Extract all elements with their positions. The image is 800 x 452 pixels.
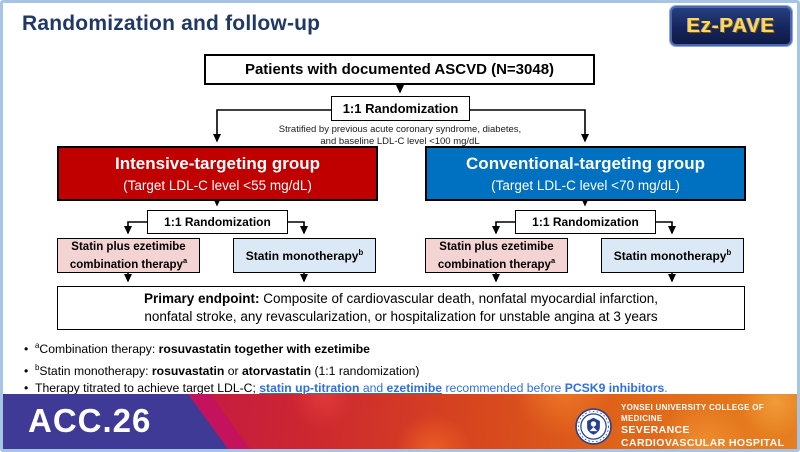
statin-monotherapy-label: Statin monotherapyb: [246, 248, 363, 263]
ezpave-logo-text: Ez-PAVE: [686, 14, 776, 37]
footnote-monotherapy-text: bStatin monotherapy: rosuvastatin or ato…: [35, 359, 419, 381]
arrow-subrand-to-mono-right: [656, 221, 676, 235]
footnote-combination: • aCombination therapy: rosuvastatin tog…: [24, 337, 668, 359]
stratification-line1: Stratified by previous acute coronary sy…: [278, 124, 522, 135]
footnote-combination-pre: Combination therapy:: [39, 342, 159, 357]
footnote-titration-text: Therapy titrated to achieve target LDL-C…: [35, 380, 668, 398]
arrow-subrand-to-combo-left: [124, 221, 148, 235]
arrow-subrand-to-mono-left: [288, 221, 308, 235]
conventional-group-box: Conventional-targeting group (Target LDL…: [425, 146, 746, 201]
combo-therapy-line2-text: combination therapy: [69, 258, 183, 271]
footer-banner: ACC.26 YONSEI UNIVERSITY COLLEGE OF MEDI…: [3, 394, 797, 449]
footnote-atorvastatin: atorvastatin: [241, 363, 312, 378]
combo-therapy-line2: combination therapya: [438, 254, 555, 272]
link-and: and: [359, 381, 387, 396]
intensive-group-title: Intensive-targeting group: [115, 153, 320, 173]
footnote-titration: • Therapy titrated to achieve target LDL…: [24, 380, 668, 398]
yonsei-emblem-icon: [575, 407, 612, 445]
randomization-box-sub-right: 1:1 Randomization: [515, 210, 656, 234]
patients-box: Patients with documented ASCVD (N=3048): [204, 54, 595, 85]
affiliation-college: YONSEI UNIVERSITY COLLEGE OF MEDICINE: [621, 403, 764, 423]
combo-therapy-box-right: Statin plus ezetimibe combination therap…: [425, 238, 568, 273]
primary-endpoint-box: Primary endpoint: Composite of cardiovas…: [57, 286, 745, 330]
combo-superscript: a: [182, 255, 188, 265]
combo-therapy-line2-text: combination therapy: [437, 258, 551, 271]
mono-superscript: b: [358, 248, 364, 257]
combo-superscript: a: [550, 255, 556, 265]
footnotes: • aCombination therapy: rosuvastatin tog…: [24, 337, 668, 398]
link-ezetimibe: ezetimibe: [386, 381, 443, 396]
endpoint-line1: Primary endpoint: Composite of cardiovas…: [144, 290, 658, 308]
footnote-recommended-before: recommended before: [442, 381, 565, 396]
combo-therapy-line1: Statin plus ezetimibe: [439, 240, 554, 253]
intensive-group-target: (Target LDL-C level <55 mg/dL): [123, 177, 312, 193]
stratification-line2: and baseline LDL-C level <100 mg/dL: [320, 135, 480, 147]
statin-monotherapy-box-right: Statin monotherapyb: [601, 238, 744, 273]
stratification-note: Stratified by previous acute coronary sy…: [200, 124, 600, 147]
intensive-group-box: Intensive-targeting group (Target LDL-C …: [57, 146, 378, 201]
ezpave-logo: Ez-PAVE: [670, 6, 792, 46]
combo-therapy-line1: Statin plus ezetimibe: [71, 240, 186, 253]
link-statin-uptitration: statin up-titration: [259, 381, 360, 396]
conventional-group-title: Conventional-targeting group: [466, 153, 705, 173]
randomization-box-sub-left: 1:1 Randomization: [147, 210, 288, 234]
bullet-icon: •: [24, 363, 29, 378]
footnote-monotherapy-tail: (1:1 randomization): [311, 363, 420, 378]
arrow-randomization-to-intensive: [213, 109, 331, 143]
endpoint-label: Primary endpoint:: [144, 291, 260, 306]
conventional-group-target: (Target LDL-C level <70 mg/dL): [491, 177, 680, 193]
combo-therapy-box-left: Statin plus ezetimibe combination therap…: [57, 238, 200, 273]
footnote-sup-b: b: [35, 362, 40, 372]
statin-monotherapy-text: Statin monotherapy: [245, 249, 359, 263]
footnote-rosuvastatin: rosuvastatin: [151, 363, 225, 378]
acc-congress-logo: ACC.26: [28, 401, 152, 439]
arrow-subrand-to-combo-right: [492, 221, 516, 235]
footnote-sup-a: a: [35, 341, 40, 350]
statin-monotherapy-box-left: Statin monotherapyb: [233, 238, 376, 273]
footnote-period: .: [664, 381, 668, 396]
footnote-pcsk9: PCSK9 inhibitors: [564, 381, 665, 396]
randomization-box-top: 1:1 Randomization: [331, 96, 470, 121]
affiliation-hospital: SEVERANCE CARDIOVASCULAR HOSPITAL: [621, 424, 785, 449]
footnote-combination-bold: rosuvastatin together with ezetimibe: [158, 342, 370, 357]
statin-monotherapy-text: Statin monotherapy: [613, 249, 727, 263]
footnote-or: or: [224, 363, 242, 378]
slide-title: Randomization and follow-up: [22, 12, 321, 35]
bullet-icon: •: [24, 342, 29, 357]
statin-monotherapy-label: Statin monotherapyb: [614, 248, 731, 263]
footnote-combination-text: aCombination therapy: rosuvastatin toget…: [35, 337, 370, 359]
footnote-monotherapy-pre: Statin monotherapy:: [39, 363, 152, 378]
mono-superscript: b: [726, 248, 732, 257]
endpoint-rest: Composite of cardiovascular death, nonfa…: [259, 291, 658, 306]
footnote-monotherapy: • bStatin monotherapy: rosuvastatin or a…: [24, 359, 668, 381]
combo-therapy-line2: combination therapya: [70, 254, 187, 272]
link-statin-uptitration-ezetimibe: statin up-titration and ezetimibe: [259, 381, 442, 395]
endpoint-line2: nonfatal stroke, any revascularization, …: [144, 309, 658, 324]
arrow-randomization-to-conventional: [470, 109, 589, 143]
affiliation-text: YONSEI UNIVERSITY COLLEGE OF MEDICINE SE…: [621, 402, 797, 449]
footnote-titration-pre: Therapy titrated to achieve target LDL-C…: [35, 381, 260, 396]
bullet-icon: •: [24, 381, 29, 396]
affiliation-block: YONSEI UNIVERSITY COLLEGE OF MEDICINE SE…: [575, 402, 797, 449]
footer-purple-wedge: [3, 394, 228, 449]
